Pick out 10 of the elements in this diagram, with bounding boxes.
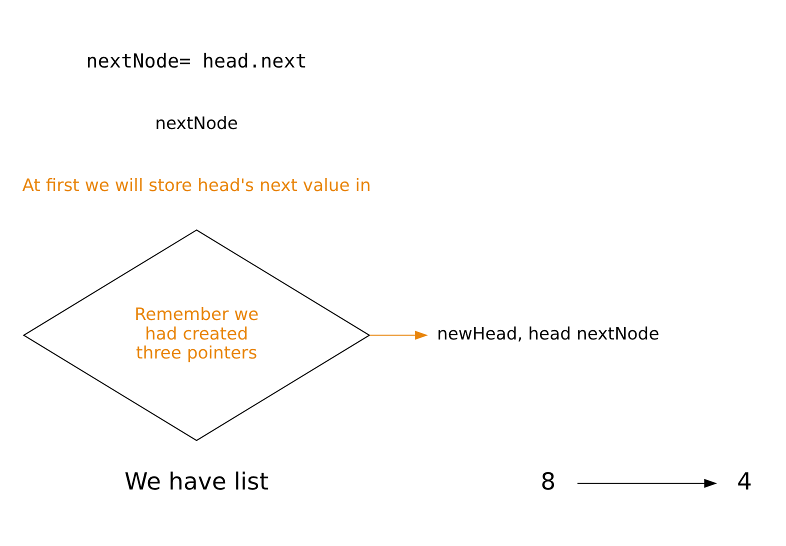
- node-text: newHead, head nextNode: [436, 324, 660, 344]
- label: At first we will store head's next value in: [22, 176, 371, 196]
- node-text: 8: [540, 467, 556, 496]
- arrow: [370, 330, 428, 340]
- label: nextNode= head.next: [86, 49, 308, 72]
- arrow: [577, 478, 718, 488]
- node-diamond: Remember we had created three pointers: [22, 229, 370, 442]
- label: We have list: [124, 467, 269, 496]
- node-text: 4: [737, 467, 752, 496]
- label: nextNode: [155, 114, 238, 134]
